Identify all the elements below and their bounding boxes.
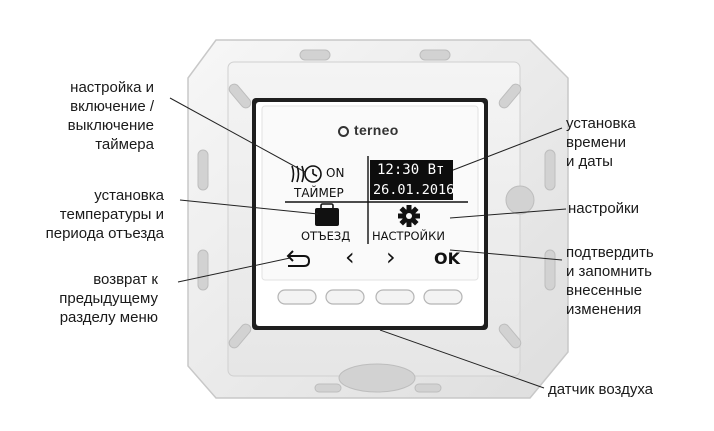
control-buttons	[277, 289, 463, 305]
annotation-settings: настройки	[568, 200, 640, 217]
leader-datetime	[447, 127, 563, 173]
timer-state: ON	[326, 166, 345, 180]
date-display: 26.01.2016	[373, 182, 455, 198]
button-3[interactable]	[375, 289, 415, 305]
annotation-ok: подтвердить и запомнить внесенные измене…	[566, 244, 654, 318]
mounting-slots	[197, 49, 556, 393]
datetime-box	[370, 160, 453, 200]
leader-back	[177, 257, 291, 283]
button-1[interactable]	[277, 289, 317, 305]
timer-label: ТАЙМЕР	[294, 186, 344, 200]
leader-timer	[169, 97, 306, 173]
settings-label: НАСТРОЙКИ	[372, 229, 445, 243]
timer-icon	[291, 165, 322, 183]
time-display: 12:30 Вт	[377, 162, 444, 178]
annotation-back: возврат к предыдущему разделу меню	[59, 271, 158, 326]
weekday-value: Вт	[427, 162, 445, 178]
brand-logo: terneo	[338, 122, 399, 138]
button-4[interactable]	[423, 289, 463, 305]
time-value: 12:30	[377, 162, 420, 178]
brand-name: terneo	[354, 122, 399, 138]
nav-prev-icon: ‹	[345, 243, 355, 271]
annotation-timer: настройка и включение / выключение тайме…	[67, 79, 154, 153]
gear-icon	[398, 205, 420, 227]
back-arrow-icon	[286, 250, 311, 267]
leader-settings	[449, 208, 567, 219]
annotation-away: установка температуры и периода отъезда	[45, 187, 164, 242]
ok-label: OK	[434, 249, 460, 268]
annotation-datetime: установка времени и даты	[566, 115, 636, 170]
annotation-sensor: датчик воздуха	[548, 381, 654, 398]
button-2[interactable]	[325, 289, 365, 305]
leader-ok	[449, 249, 563, 261]
nav-next-icon: ›	[386, 243, 396, 271]
leader-away	[179, 199, 319, 215]
leader-lines	[169, 97, 567, 389]
away-label: ОТЪЕЗД	[301, 229, 351, 243]
suitcase-icon	[315, 203, 339, 226]
leader-sensor	[379, 329, 545, 389]
